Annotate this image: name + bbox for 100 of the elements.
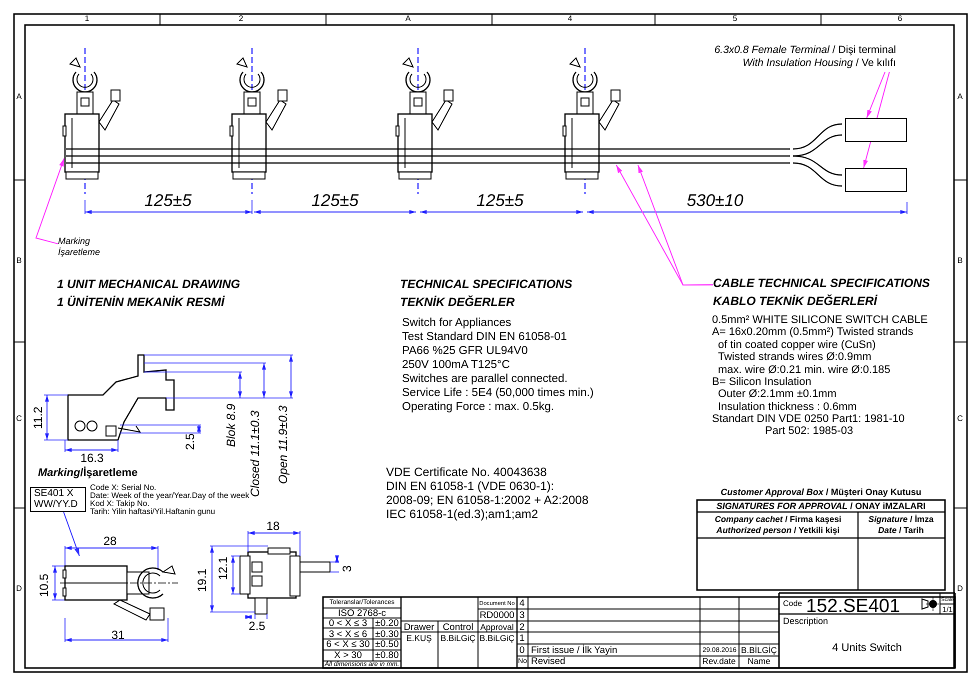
dimension-label: 3 xyxy=(341,565,354,572)
cable-drawing xyxy=(66,147,790,165)
table-cell: Code xyxy=(783,600,802,608)
section-heading: 1 ÜNİTENİN MEKANİK RESMİ xyxy=(57,296,224,309)
approval-table-header: Date / Tarih xyxy=(878,526,924,535)
grid-reference: 6 xyxy=(898,15,902,24)
leader-line xyxy=(35,158,65,244)
table-cell: B.BİLGİÇ xyxy=(741,646,777,655)
table-cell: B.BiLGiÇ xyxy=(440,634,476,643)
table-cell: 3 xyxy=(519,610,525,620)
table-cell: 0 xyxy=(519,646,525,656)
grid-reference: B xyxy=(16,257,22,266)
grid-reference: 5 xyxy=(732,15,738,24)
table-cell: Name xyxy=(748,657,770,666)
table-cell: ±0.50 xyxy=(375,640,399,650)
dimension-label: 2.5 xyxy=(248,620,266,633)
dimension-label: 19.1 xyxy=(196,568,209,592)
approval-table-header: SIGNATURES FOR APPROVAL / ONAY iMZALARI xyxy=(716,502,926,512)
spec-text: Switches are parallel connected. xyxy=(402,373,568,386)
table-cell: 1 xyxy=(519,634,525,644)
spec-text: Insulation thickness : 0.6mm xyxy=(718,402,857,414)
dimension-label: 2.5 xyxy=(184,433,197,450)
dimension-label: 11.2 xyxy=(32,406,45,429)
table-cell: Revised xyxy=(531,657,566,667)
grid-reference: C xyxy=(16,415,22,424)
callout-label: 6.3x0.8 Female Terminal / Dişi terminal xyxy=(713,44,896,58)
terminal-housing xyxy=(845,118,907,142)
dimension-label: 125±5 xyxy=(476,192,524,210)
certification-text: DIN EN 61058-1 (VDE 0630-1): xyxy=(386,480,554,493)
dimension-label: 18 xyxy=(266,520,280,533)
table-cell: 4 xyxy=(519,599,525,609)
spec-text: Twisted strands wires Ø:0.9mm xyxy=(718,352,872,364)
spec-text: A= 16x0.20mm (0.5mm²) Twisted strands xyxy=(712,327,914,339)
section-heading: TEKNİK DEĞERLER xyxy=(400,296,515,309)
marking-box xyxy=(30,487,86,512)
certification-text: VDE Certificate No. 40043638 xyxy=(386,466,547,479)
marking-text: SE401 X xyxy=(34,489,74,500)
spec-text: B= Silicon Insulation xyxy=(712,377,812,389)
table-cell: E.KUŞ xyxy=(406,634,432,643)
grid-reference: 4 xyxy=(568,15,572,24)
description-text: 4 Units Switch xyxy=(832,643,902,655)
callout-label: With Insulation Housing / Ve kılıfı xyxy=(742,57,896,70)
grid-reference: A xyxy=(957,93,963,102)
approval-table-header: Company cachet / Firma kaşesi xyxy=(714,515,842,524)
table-cell: ±0.30 xyxy=(375,630,399,640)
dimension-label: Open 11.9±0.3 xyxy=(277,406,290,484)
table-cell: 2 xyxy=(519,622,525,632)
spec-text: 250V 100mA T125°C xyxy=(402,359,510,372)
dimension-label: Closed 11.1±0.3 xyxy=(249,410,262,497)
leader-line xyxy=(863,72,890,168)
grid-reference: B xyxy=(957,257,963,266)
spec-text: Operating Force : max. 0.5kg. xyxy=(402,401,554,414)
dimension-label: 16.3 xyxy=(80,452,104,465)
dimension-label: 12.1 xyxy=(217,556,230,580)
table-cell: ±0.80 xyxy=(375,651,399,661)
table-cell: RD0000 xyxy=(480,611,514,621)
grid-reference: D xyxy=(16,585,22,594)
approval-heading: Customer Approval Box / Müşteri Onay Kutusu xyxy=(720,488,922,498)
table-cell: 0 < X ≤ 3 xyxy=(328,619,368,629)
table-cell: Description xyxy=(783,617,828,626)
leader-line xyxy=(616,164,714,286)
spec-text: of tin coated copper wire (CuSn) xyxy=(718,340,876,352)
certification-text: IEC 61058-1(ed.3);am1;am2 xyxy=(386,508,538,521)
section-heading: Marking/İşaretleme xyxy=(38,468,138,480)
spec-text: Standart DIN VDE 0250 Part1: 1981-10 xyxy=(712,414,905,426)
grid-reference: D xyxy=(957,585,963,594)
table-cell: 6 < X ≤ 30 xyxy=(326,640,370,650)
dimension-label: 125±5 xyxy=(144,192,192,210)
marking-text: WW/YY.D xyxy=(34,500,79,510)
certification-text: 2008-09; EN 61058-1:2002 + A2:2008 xyxy=(386,494,588,507)
leader-line xyxy=(866,72,886,118)
spec-text: PA66 %25 GFR UL94V0 xyxy=(402,345,528,358)
marking-legend-text: Code X: Serial No. xyxy=(90,484,156,492)
dimension-label: 28 xyxy=(103,535,117,548)
table-cell: ±0.20 xyxy=(375,619,399,629)
grid-reference: 2 xyxy=(238,15,244,24)
table-cell: First issue / İlk Yayin xyxy=(531,646,618,656)
table-cell: 3 < X ≤ 6 xyxy=(328,630,368,640)
grid-reference: A xyxy=(405,15,411,24)
table-cell: B.BiLGiÇ xyxy=(480,634,514,643)
spec-text: Part 502: 1985-03 xyxy=(765,426,854,438)
grid-reference: C xyxy=(957,415,963,424)
dimension-label: 125±5 xyxy=(311,192,359,210)
terminal-housing xyxy=(845,168,907,192)
spec-text: max. wire Ø:0.21 min. wire Ø:0.185 xyxy=(718,365,890,377)
table-cell: ISO 2768-c xyxy=(338,609,386,619)
dimension-label: Blok 8.9 xyxy=(225,404,238,447)
marking-legend-text: Tarih: Yilin haftasi/Yil.Haftanin gunu xyxy=(90,508,216,516)
dimension-label: 530±10 xyxy=(686,192,744,210)
part-code: 152.SE401 xyxy=(806,597,900,617)
spec-text: 0.5mm² WHITE SILICONE SWITCH CABLE xyxy=(712,315,928,327)
spec-text: Outer Ø:2.1mm ±0.1mm xyxy=(718,389,837,401)
table-cell: Drawer xyxy=(404,622,434,632)
grid-reference: A xyxy=(16,93,22,102)
dimension-label: 10.5 xyxy=(38,574,51,597)
spec-text: Test Standard DIN EN 61058-01 xyxy=(402,331,567,344)
approval-table-header: Authorized person / Yetkili kişi xyxy=(716,526,840,535)
spec-text: Switch for Appliances xyxy=(402,317,512,330)
section-heading: TECHNICAL SPECIFICATIONS xyxy=(400,278,572,291)
table-cell: X > 30 xyxy=(334,651,362,661)
